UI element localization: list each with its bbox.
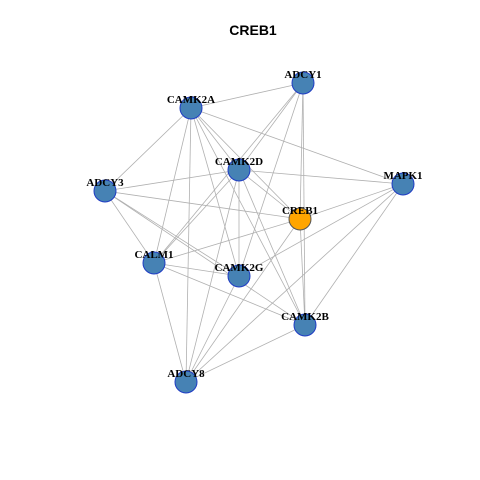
edge-adcy3-camk2g: [104, 190, 240, 277]
node-label-camk2b: CAMK2B: [281, 311, 329, 323]
edge-adcy1-creb1: [299, 82, 304, 220]
node-label-adcy3: ADCY3: [86, 177, 124, 189]
node-circle-creb1: [288, 207, 312, 231]
edge-creb1-adcy8: [185, 218, 301, 383]
edge-adcy3-camk2b: [104, 190, 306, 326]
edge-adcy3-creb1: [104, 190, 301, 220]
edge-camk2a-adcy8: [185, 107, 192, 383]
node-label-calm1: CALM1: [134, 249, 173, 261]
edge-adcy1-camk2b: [302, 82, 306, 326]
node-label-adcy1: ADCY1: [284, 69, 321, 81]
node-label-camk2g: CAMK2G: [215, 262, 264, 274]
edge-camk2b-adcy8: [185, 324, 306, 383]
edge-mapk1-camk2g: [238, 183, 404, 277]
node-circle-mapk1: [391, 172, 415, 196]
node-label-adcy8: ADCY8: [167, 368, 205, 380]
edge-camk2a-camk2g: [190, 107, 240, 277]
node-circle-adcy8: [174, 370, 198, 394]
edge-camk2d-mapk1: [238, 169, 404, 185]
node-circle-camk2a: [179, 96, 203, 120]
node-camk2g: CAMK2G: [215, 262, 264, 288]
node-circle-adcy1: [291, 71, 315, 95]
node-label-camk2a: CAMK2A: [167, 94, 215, 106]
edge-camk2a-mapk1: [190, 107, 404, 185]
edge-mapk1-creb1: [299, 183, 404, 220]
diagram-title: CREB1: [229, 22, 277, 38]
node-calm1: CALM1: [134, 249, 174, 275]
edge-camk2a-adcy3: [104, 107, 192, 192]
edge-camk2d-calm1: [153, 169, 240, 264]
node-camk2d: CAMK2D: [215, 156, 263, 182]
node-label-camk2d: CAMK2D: [215, 156, 263, 168]
node-label-mapk1: MAPK1: [383, 170, 422, 182]
node-creb1: CREB1: [282, 205, 318, 231]
edge-mapk1-adcy8: [185, 183, 404, 383]
edge-creb1-camk2b: [299, 218, 306, 326]
edge-camk2a-adcy1: [190, 82, 304, 109]
edge-adcy3-calm1: [104, 190, 155, 264]
node-adcy8: ADCY8: [167, 368, 205, 394]
edge-adcy1-camk2d: [238, 82, 304, 171]
edge-mapk1-camk2b: [304, 183, 404, 326]
edge-camk2a-calm1: [153, 107, 192, 264]
edge-camk2g-adcy8: [185, 275, 240, 383]
edge-camk2d-adcy3: [104, 169, 240, 192]
edge-creb1-calm1: [153, 218, 301, 264]
edge-adcy1-camk2g: [238, 82, 304, 277]
edge-camk2d-adcy8: [185, 169, 240, 383]
node-mapk1: MAPK1: [383, 170, 423, 196]
node-adcy3: ADCY3: [86, 177, 124, 203]
edge-camk2a-camk2d: [190, 107, 240, 171]
node-circle-camk2g: [227, 264, 251, 288]
node-circle-camk2d: [227, 158, 251, 182]
edge-calm1-camk2b: [153, 262, 306, 326]
node-circle-adcy3: [93, 179, 117, 203]
node-label-creb1: CREB1: [282, 205, 318, 217]
edge-layer: [104, 82, 404, 383]
node-camk2a: CAMK2A: [167, 94, 215, 120]
edge-calm1-adcy8: [153, 262, 187, 383]
edge-camk2d-camk2b: [238, 169, 306, 326]
node-circle-camk2b: [293, 313, 317, 337]
edge-camk2a-camk2b: [190, 107, 306, 326]
node-camk2b: CAMK2B: [281, 311, 329, 337]
node-circle-calm1: [142, 251, 166, 275]
node-adcy1: ADCY1: [284, 69, 322, 95]
edge-calm1-camk2g: [153, 262, 240, 277]
edge-camk2d-creb1: [238, 169, 301, 220]
